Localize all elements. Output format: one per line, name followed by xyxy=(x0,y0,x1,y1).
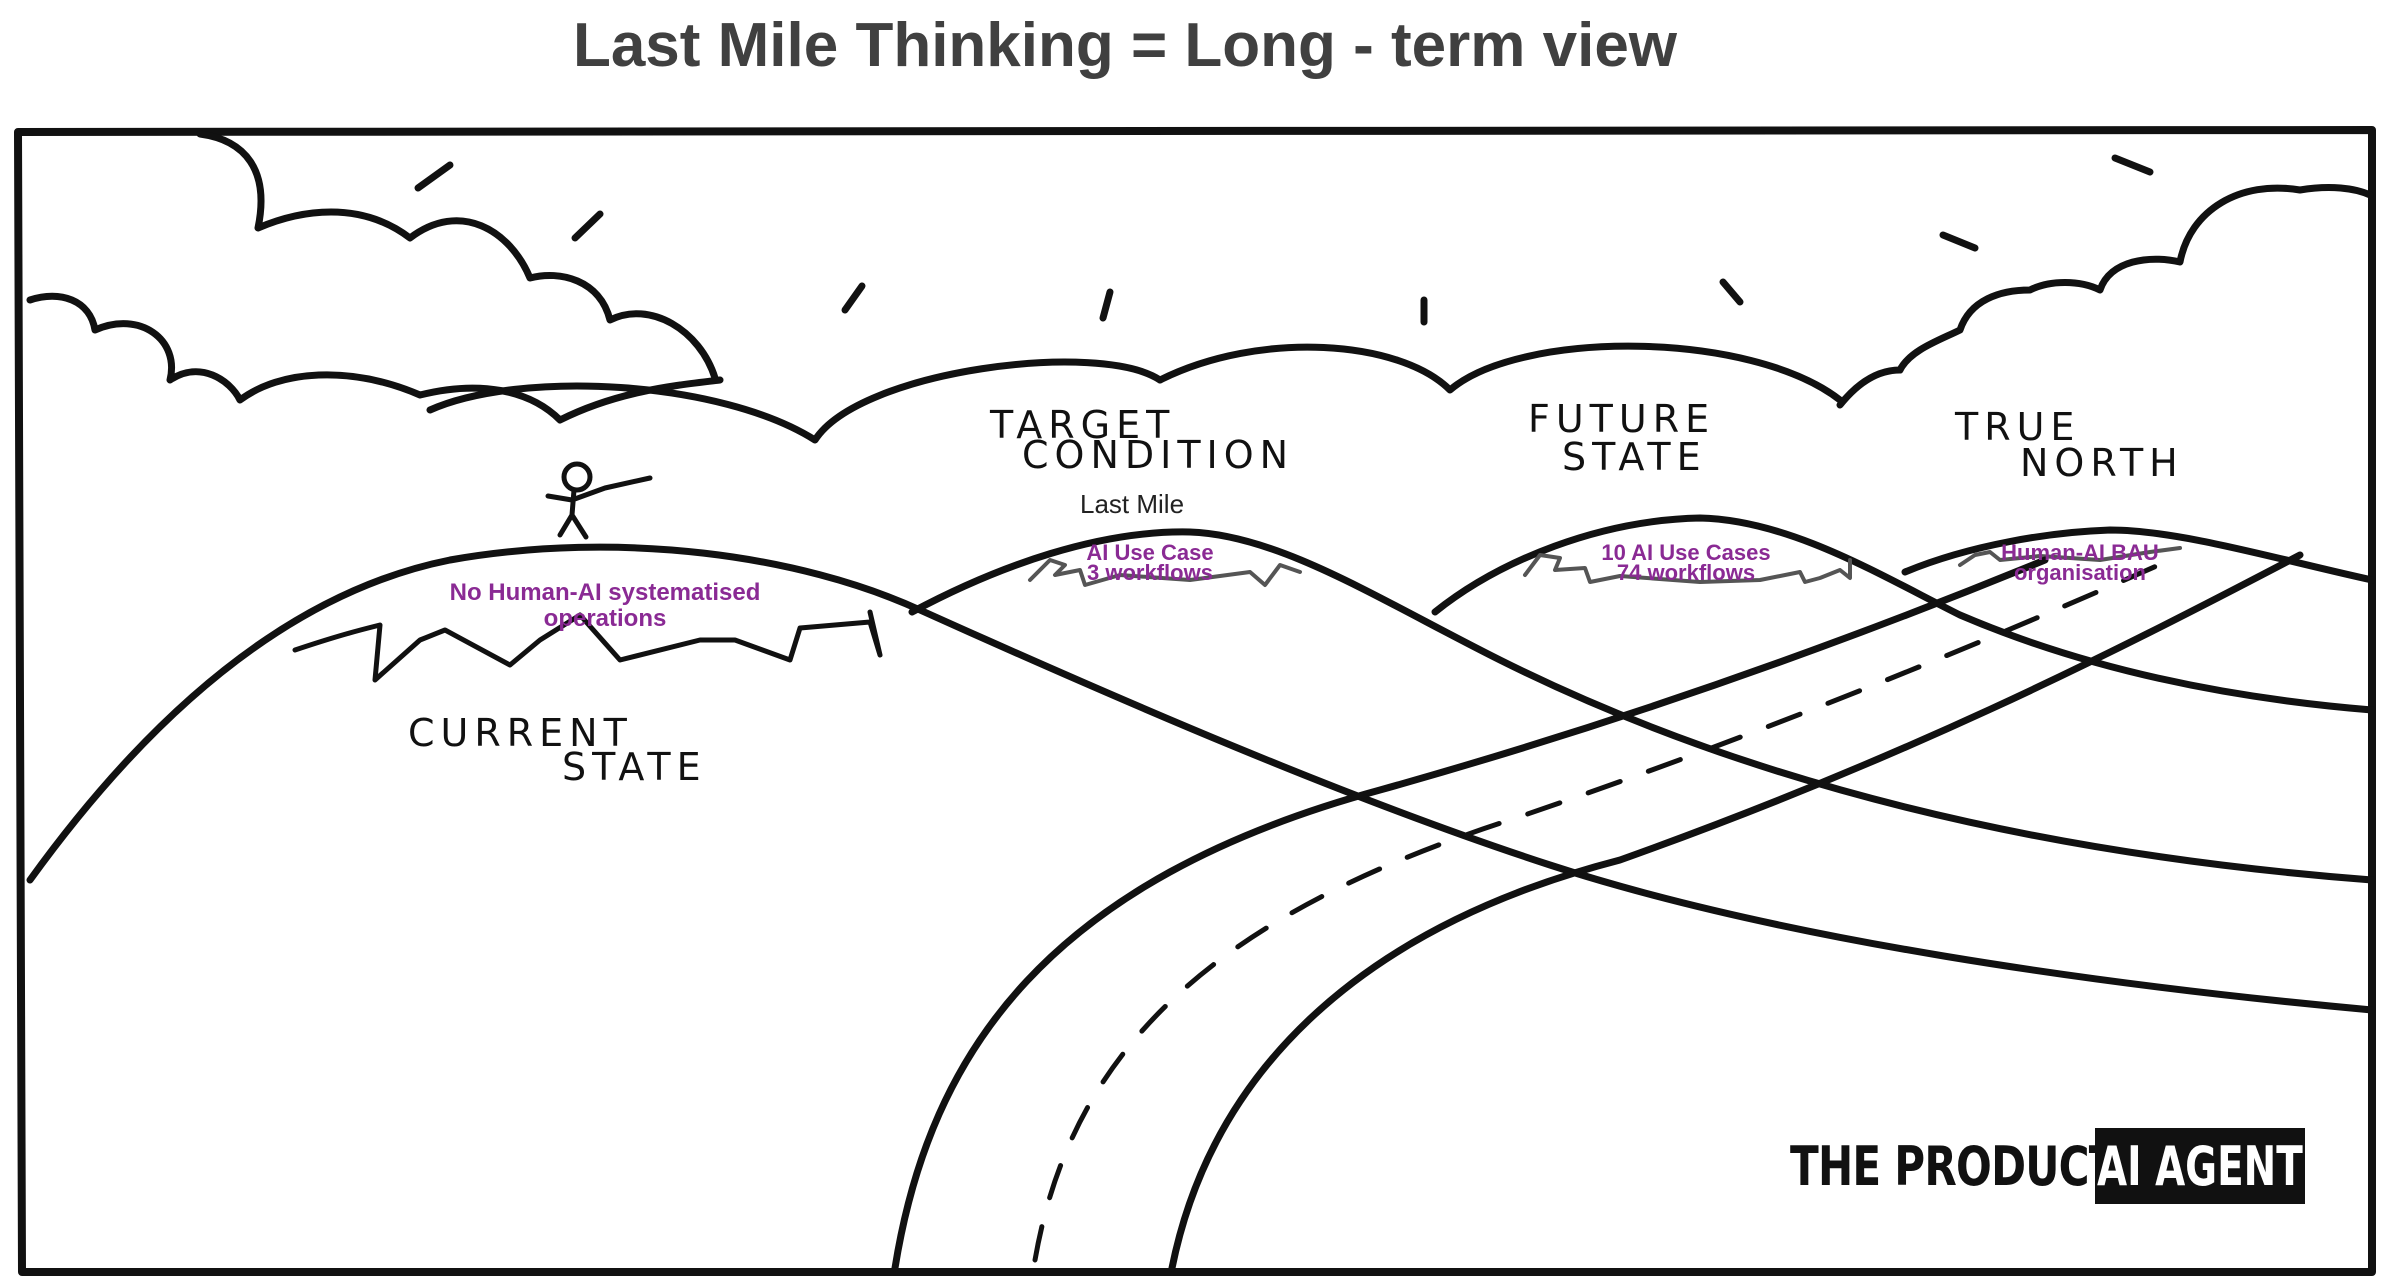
frame-border xyxy=(14,126,2376,1276)
annotation-future: 10 AI Use Cases 74 workflows xyxy=(1601,540,1770,585)
stick-figure xyxy=(545,461,653,540)
hill-target-condition xyxy=(908,528,2376,884)
svg-text:No Human-AI systematised: No Human-AI systematised xyxy=(450,579,761,606)
sun-ray xyxy=(414,161,454,192)
svg-text:STATE: STATE xyxy=(562,745,707,789)
sun-ray xyxy=(1719,278,1744,306)
svg-text:CONDITION: CONDITION xyxy=(1022,433,1294,477)
sun-ray xyxy=(1099,288,1114,322)
label-current-state: CURRENT STATE xyxy=(408,711,707,789)
sun-ray xyxy=(571,210,604,242)
annotation-current: No Human-AI systematised operations xyxy=(450,579,761,632)
svg-text:3 workflows: 3 workflows xyxy=(1087,560,1213,585)
svg-text:STATE: STATE xyxy=(1562,435,1707,479)
road-edge-right xyxy=(1168,551,2304,1272)
label-true-north: TRUE NORTH xyxy=(1954,405,2184,485)
cloud-left xyxy=(26,130,724,424)
annotation-north: Human-AI BAU organisation xyxy=(2001,540,2159,585)
svg-text:TRUE: TRUE xyxy=(1954,405,2080,449)
hill-current-state xyxy=(26,543,2376,1014)
snowcap-current xyxy=(292,609,883,683)
svg-text:NORTH: NORTH xyxy=(2020,441,2184,485)
svg-text:74 workflows: 74 workflows xyxy=(1617,560,1755,585)
snowcap-future xyxy=(1523,553,1852,584)
label-last-mile: Last Mile xyxy=(1080,489,1184,519)
sun-ray xyxy=(841,282,866,314)
page-title: Last Mile Thinking = Long - term view xyxy=(572,11,1678,80)
snowcap-target xyxy=(1028,558,1302,587)
svg-text:FUTURE: FUTURE xyxy=(1528,397,1715,441)
logo-text-plain: THE PRODUCT xyxy=(1790,1134,2118,1198)
brand-logo: THE PRODUCT AI AGENT xyxy=(1790,1128,2305,1204)
logo-text-boxed: AI AGENT xyxy=(2095,1128,2305,1204)
sun-ray xyxy=(2111,154,2154,176)
svg-text:Human-AI BAU: Human-AI BAU xyxy=(2001,540,2159,565)
cloud-right xyxy=(1836,184,2374,409)
svg-text:AI Use Case: AI Use Case xyxy=(1086,540,1213,565)
svg-text:organisation: organisation xyxy=(2014,560,2146,585)
snowcap-north xyxy=(1958,546,2182,567)
hill-future-state xyxy=(1431,514,2376,714)
svg-text:TARGET: TARGET xyxy=(989,403,1175,447)
label-future-state: FUTURE STATE xyxy=(1528,397,1715,479)
road-edge-left xyxy=(891,556,2049,1272)
cloud-middle-b xyxy=(1156,342,1844,404)
svg-text:10 AI Use Cases: 10 AI Use Cases xyxy=(1601,540,1770,565)
annotation-target: AI Use Case 3 workflows xyxy=(1086,540,1213,585)
svg-text:operations: operations xyxy=(544,605,667,632)
svg-text:CURRENT: CURRENT xyxy=(408,711,633,755)
cloud-middle-a xyxy=(426,358,1164,444)
label-target-condition: TARGET CONDITION xyxy=(989,403,1294,477)
sun-ray xyxy=(1939,231,1979,252)
